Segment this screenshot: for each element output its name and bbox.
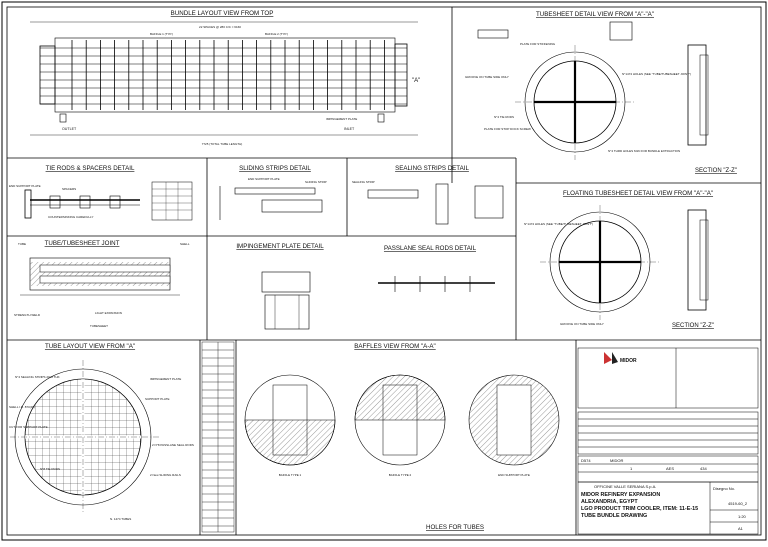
tb-location: ALEXANDRIA, EGYPT <box>581 499 638 505</box>
passlane-seal-rods-title: PASSLANE SEAL RODS DETAIL <box>384 245 477 252</box>
baffles-view <box>244 374 560 466</box>
section-z-z-1: SECTION "Z-Z" <box>695 168 737 174</box>
floating-tubesheet-view <box>540 205 709 320</box>
label-plate-stop-dock: PLATE FOR STOP DOCK SCREW <box>484 127 531 131</box>
label-end-support-plate-2: END SUPPORT PLATE <box>248 177 280 181</box>
tb-number: 434 <box>700 466 707 471</box>
tube-tubesheet-title: TUBE/TUBESHEET JOINT <box>45 240 120 247</box>
label-inlet: INLET <box>344 127 355 131</box>
label-a-arrow: "A" <box>412 78 420 84</box>
tubesheet-detail-view <box>477 21 709 160</box>
tb-sheet: A1 <box>738 526 744 531</box>
impingement-plate-view <box>261 271 311 330</box>
label-tie-rods-n: N°8 TIE RODS <box>40 467 60 471</box>
label-tubes-total: N. 1474 TUBES <box>110 517 131 521</box>
impingement-plate-title: IMPINGEMENT PLATE DETAIL <box>236 243 324 250</box>
bundle-layout-title: BUNDLE LAYOUT VIEW FROM TOP <box>171 10 274 17</box>
label-sliding-strip: SLIDING STRIP <box>305 180 327 184</box>
logo-wordmark: MIDOR <box>620 358 637 364</box>
tb-item: LGO PRODUCT TRIM COOLER, ITEM: 11-E-15 <box>581 506 698 512</box>
label-sealing-strip: SEALING STRIP <box>352 180 375 184</box>
panel-dividers <box>7 7 761 535</box>
label-sliding-rails: 2 New SLIDING RAILS <box>150 473 181 477</box>
label-end-support-plate: END SUPPORT PLATE <box>9 184 41 188</box>
tube-layout-title: TUBE LAYOUT VIEW FROM "A" <box>45 343 135 350</box>
holes-for-tubes-title: HOLES FOR TUBES <box>426 524 484 531</box>
bundle-layout-view <box>30 21 418 136</box>
sliding-strips-title: SLIDING STRIPS DETAIL <box>239 165 311 172</box>
baffles-title: BAFFLES VIEW FROM "A-A" <box>354 343 435 350</box>
label-baffle-2: BAFFLE 2 (TYP.) <box>265 32 288 36</box>
tubesheet-detail-title: TUBESHEET DETAIL VIEW FROM "A"-"A" <box>536 11 654 18</box>
tb-scale: 1:20 <box>738 514 747 519</box>
inner-frame <box>6 6 762 536</box>
label-impingement-plate: IMPINGEMENT PLATE <box>326 117 357 121</box>
passlane-view <box>378 276 495 292</box>
label-end-support-plate-3: END SUPPORT PLATE <box>498 473 530 477</box>
tb-client: MIDOR <box>610 458 623 463</box>
tube-joint-view <box>20 257 180 296</box>
floating-tubesheet-title: FLOATING TUBESHEET DETAIL VIEW FROM "A"-… <box>563 190 713 197</box>
label-total-tube-length: 7725 (TOTAL TUBE LENGTH) <box>202 142 243 146</box>
label-impingement-plate-2: IMPINGEMENT PLATE <box>150 377 181 381</box>
label-holes-see: N°1474 HOLES (SEE "TUBE/TUBESHEET JOINT"… <box>622 72 691 76</box>
label-tubesheet: TUBESHEET <box>90 324 108 328</box>
tb-drawing-title: TUBE BUNDLE DRAWING <box>581 513 647 519</box>
label-spaces: 22 SPACES @ 280 C/C = 6160 <box>199 25 241 29</box>
tie-rods-view <box>24 181 193 221</box>
sliding-strips-view <box>219 186 323 220</box>
label-plate-stiffening: PLATE FOR STIFFENING <box>520 42 556 46</box>
title-block <box>577 347 759 535</box>
label-passlane-rods: 2 N°8 PASSLANE SEAL RODS <box>152 443 194 447</box>
label-outlet: OUTLET <box>62 127 77 131</box>
label-spacers: SPACERS <box>62 187 76 191</box>
label-tie-rods: N°4 TIE RODS <box>494 115 514 119</box>
tb-project: MIDOR REFINERY EXPANSION <box>581 492 660 498</box>
tb-drawing-no: 4519-60_2 <box>728 501 748 506</box>
label-support-plate: SUPPORT PLATE <box>145 397 170 401</box>
label-baffle-1: BAFFLE 1 (TYP.) <box>150 32 173 36</box>
label-light-expansion: LIGHT EXPANSION <box>95 311 122 315</box>
section-z-z-2: SECTION "Z-Z" <box>672 323 714 329</box>
label-tube: TUBE <box>18 242 26 246</box>
label-m16-holes: N°4 THRD HOLES M16 FOR BUNDLE EXTRACTION <box>608 149 680 153</box>
tb-qty: 1 <box>630 466 633 471</box>
label-baffle-type-1: BAFFLE TYPE 1 <box>279 473 302 477</box>
sealing-strips-view <box>367 183 504 225</box>
label-groove-tube-side: GROOVE ON TUBE SIDE ONLY <box>465 75 509 79</box>
tube-layout-view <box>10 360 160 512</box>
tb-company: OFFICINE VALLE SERIANA S.p.A. <box>594 484 656 489</box>
tb-item-code: D574 <box>581 458 591 463</box>
label-strength-weld: STRENGTH WELD <box>14 313 41 317</box>
label-cut-support: CUT FOR SUPPORT PLATE <box>9 425 48 429</box>
label-shell: SHELL <box>180 242 190 246</box>
company-logo <box>604 352 618 364</box>
label-holes-see-2: N°1474 HOLES (SEE "TUBE/TUBESHEET JOINT"… <box>524 222 593 226</box>
tie-rods-title: TIE RODS & SPACERS DETAIL <box>46 165 135 172</box>
label-groove-tube-side-2: GROOVE ON TUBE SIDE ONLY <box>560 322 604 326</box>
label-countersinking: COUNTERSINKING CAREFULLY <box>48 215 93 219</box>
tb-drawing-label: Disegno No. <box>713 486 735 491</box>
label-sealing-strips-n: N°4 SEALING STRIPS 20x8 THK <box>15 375 60 379</box>
label-baffle-type-2: BAFFLE TYPE 2 <box>389 473 412 477</box>
tb-type: AES <box>666 466 674 471</box>
tube-count-table <box>201 341 235 533</box>
label-shell-id: SHELL I.D. 870(ID) <box>9 405 35 409</box>
sealing-strips-title: SEALING STRIPS DETAIL <box>395 165 469 172</box>
